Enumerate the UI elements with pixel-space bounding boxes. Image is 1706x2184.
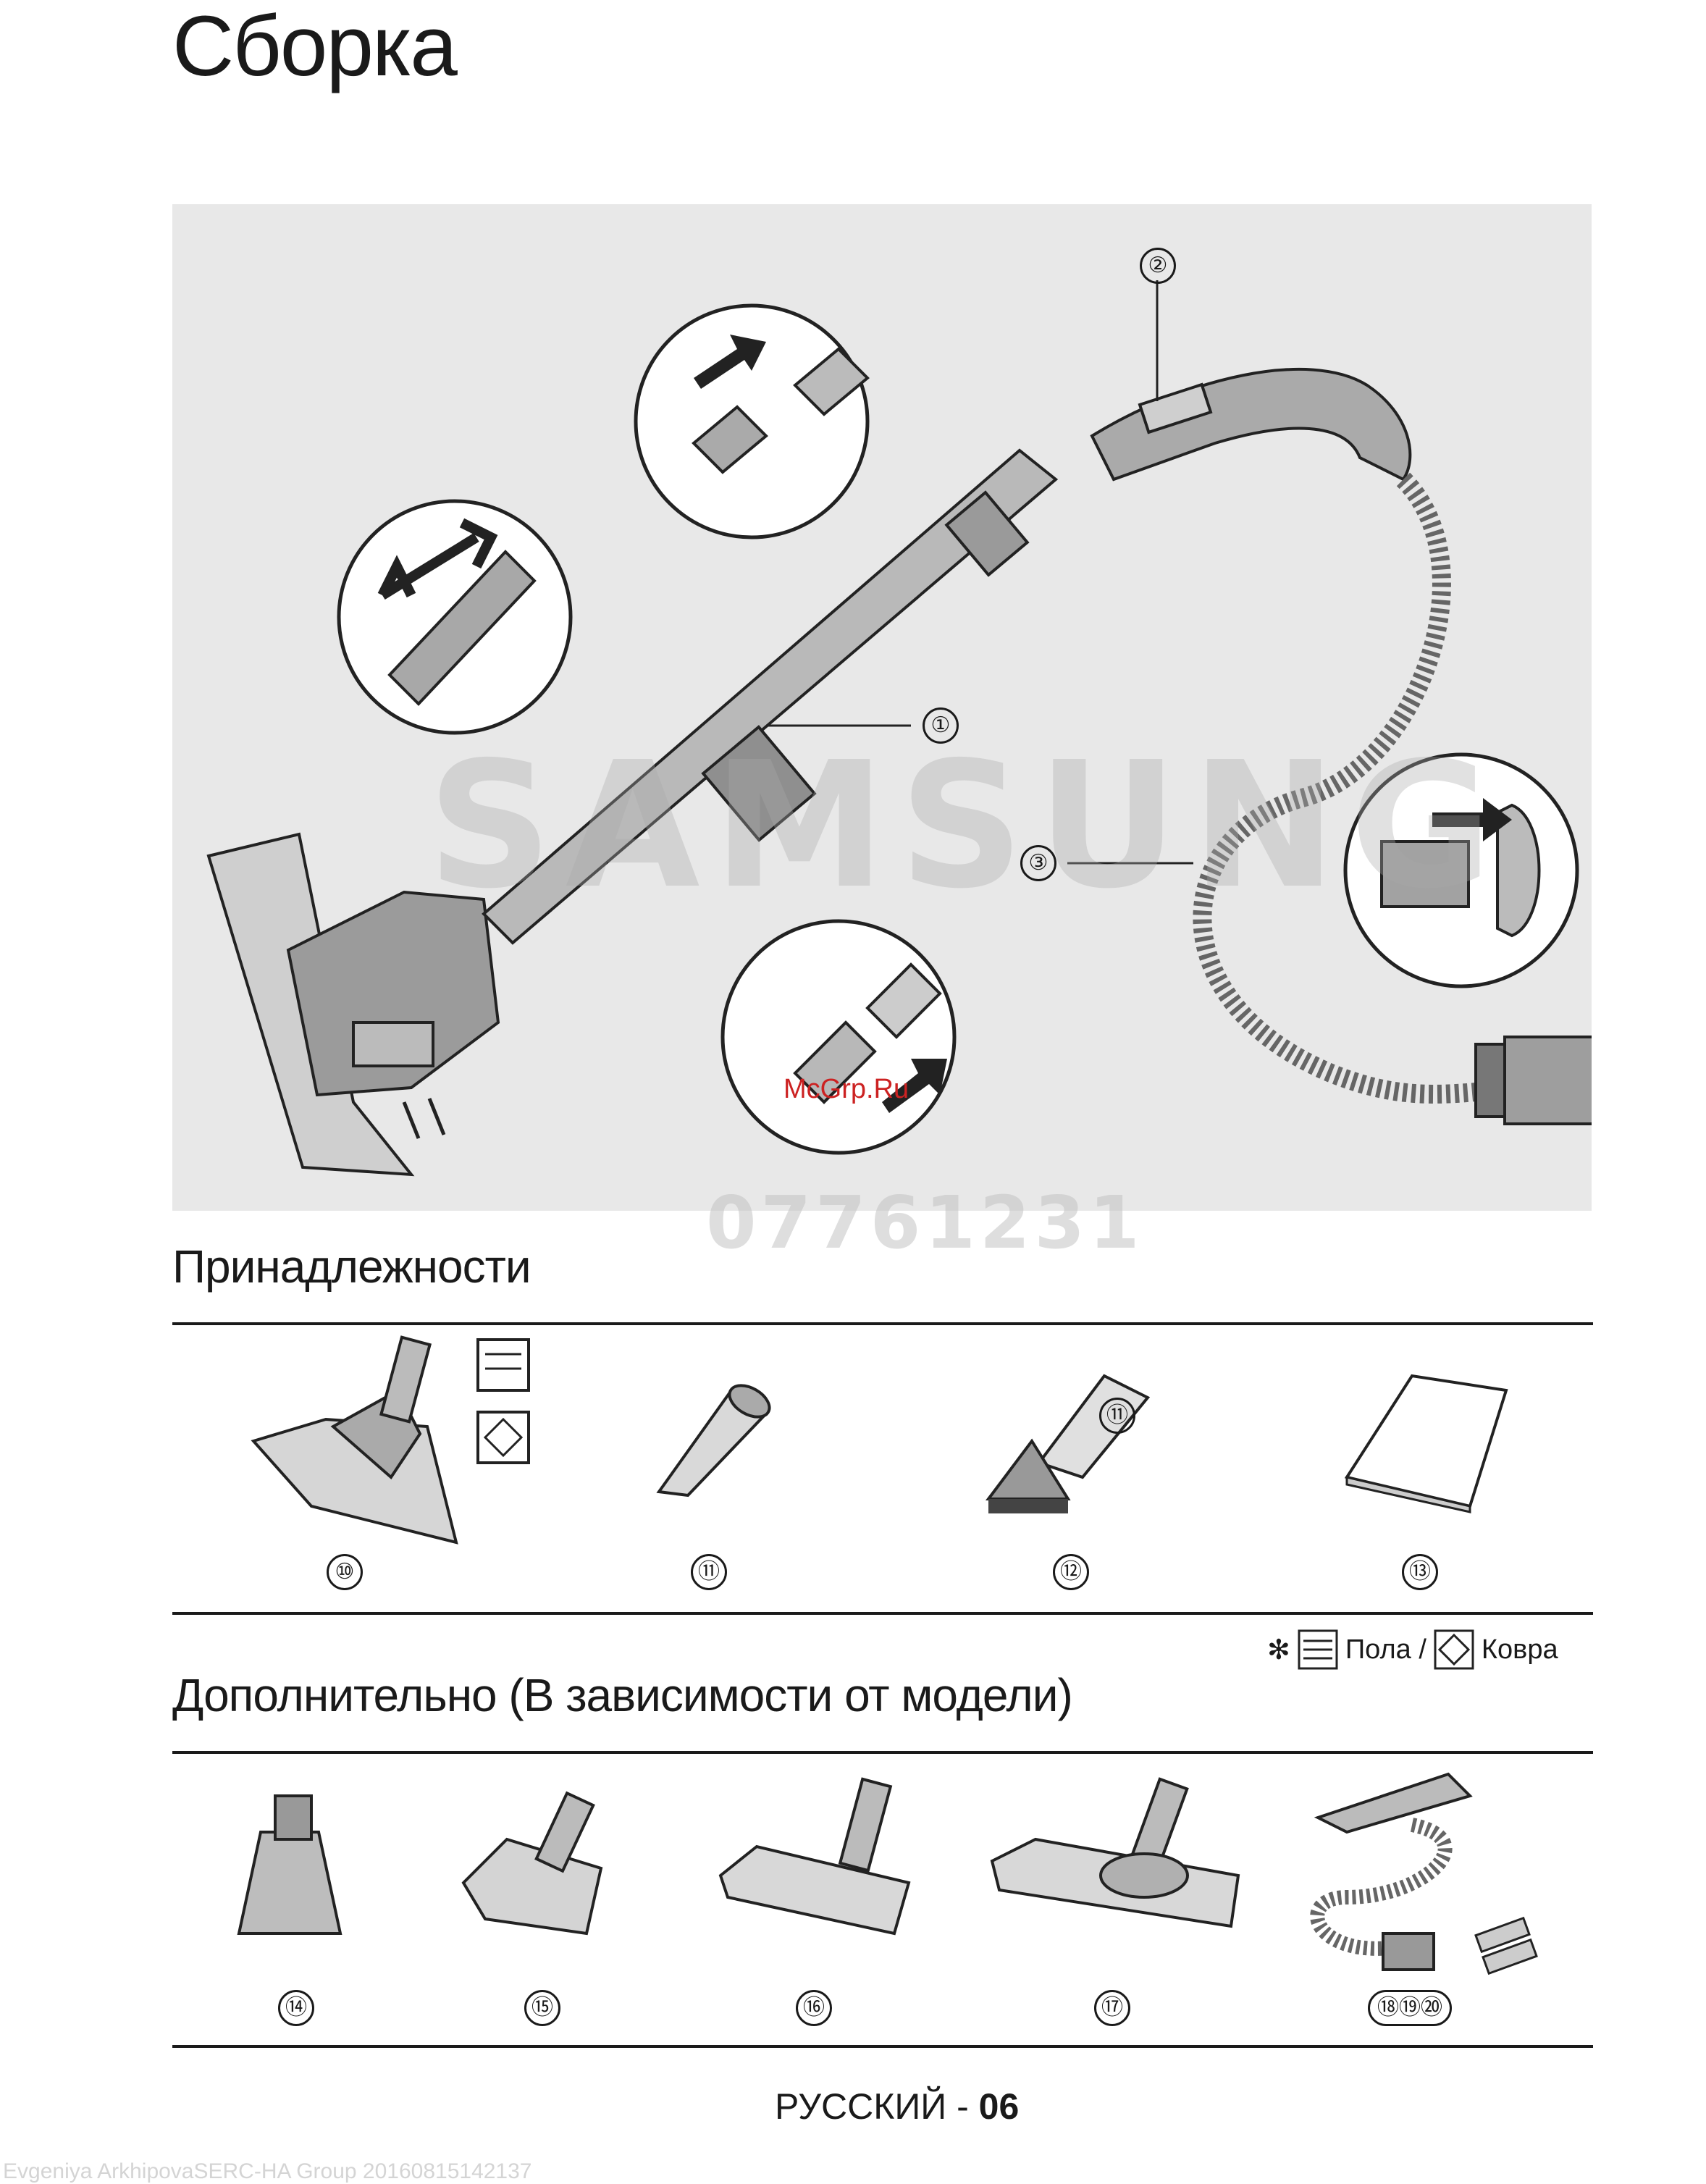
watermark-brand: SAMSUNG [427,724,1505,927]
accessory-number: ⑩ [327,1554,363,1590]
accessory-number: ⑫ [1053,1554,1089,1590]
dusting-brush-icon: ⑪ [981,1354,1155,1521]
accessory-number: ⑬ [1402,1554,1438,1590]
carpet-brush-icon [713,1774,916,1941]
optional-number: ⑱⑲⑳ [1368,1990,1452,2026]
carpet-icon [1434,1629,1474,1670]
legend-carpet-label: Ковра [1482,1634,1558,1666]
watermark-code: 07761231 [706,1180,1144,1265]
vacuum-assembly-illustration [172,204,1592,1211]
page-number: 06 [979,2086,1020,2127]
legend-marker: ✻ [1267,1634,1290,1666]
zoom-inset-nozzle-connect [723,921,954,1153]
hose-connector-icon [1476,1037,1592,1124]
floor-brush-icon [246,1332,565,1550]
floor-icon [1298,1629,1338,1670]
turbo-brush-icon [456,1789,615,1941]
legend-floor-label: Пола / [1345,1634,1426,1666]
divider [172,1612,1593,1615]
watermark-site: McGrp.Ru [783,1074,909,1105]
legend: ✻ Пола / Ковра [1267,1629,1558,1670]
optional-number: ⑰ [1094,1990,1130,2026]
zoom-inset-handle-connect [636,306,867,537]
hose-handle-icon [1092,369,1410,479]
inset-label: ⑪ [1099,1398,1135,1434]
assembly-figure: ① ② ③ [172,204,1592,1211]
crevice-tool-icon [644,1376,775,1499]
optional-number: ⑭ [278,1990,314,2026]
mini-turbo-brush-icon [232,1789,348,1948]
footer-language: РУССКИЙ - [775,2086,979,2127]
parquet-brush-icon [985,1774,1245,1941]
divider [172,2045,1593,2048]
callout-2: ② [1139,248,1177,284]
optional-number: ⑮ [524,1990,560,2026]
page-title: Сборка [172,0,456,94]
divider [172,1322,1593,1325]
optional-number: ⑯ [796,1990,832,2026]
remote-hose-battery-icon [1303,1752,1557,1984]
user-manual-icon [1340,1369,1513,1513]
optional-title: Дополнительно (В зависимости от модели) [172,1668,1072,1722]
accessory-number: ⑪ [691,1554,727,1590]
document-stamp: Evgeniya ArkhipovaSERC-HA Group 20160815… [3,2159,532,2184]
accessories-title: Принадлежности [172,1240,531,1293]
zoom-inset-tube-length [339,501,571,733]
page-footer: РУССКИЙ - 06 [775,2086,1019,2128]
